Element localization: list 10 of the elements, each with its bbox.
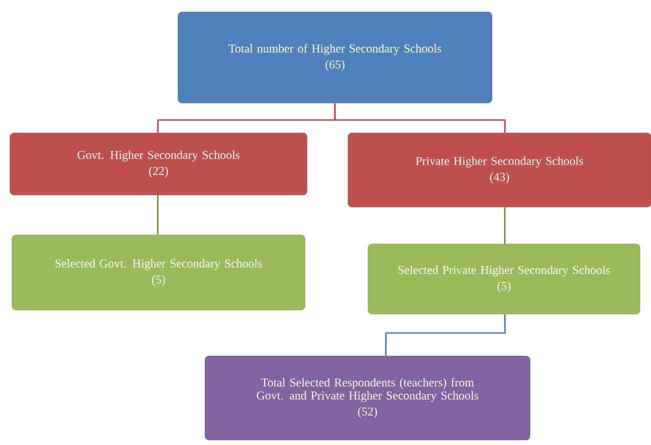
connector-line [385, 314, 506, 356]
box: Selected Govt. Higher Secondary Schools (5) [12, 234, 306, 310]
box: Selected Private Higher Secondary Schools (5) [368, 244, 640, 314]
box: Total number of Higher Secondary Schools (65) [178, 12, 492, 104]
connector-line [504, 207, 506, 244]
box: Total Selected Respondents (teachers) from Govt. and Private Higher Secondary Schools (52) [204, 356, 530, 440]
box: Private Higher Secondary Schools (43) [348, 132, 651, 208]
connector-line [157, 195, 159, 235]
box: Govt. Higher Secondary Schools (22) [10, 132, 308, 196]
connector-line [334, 103, 506, 133]
